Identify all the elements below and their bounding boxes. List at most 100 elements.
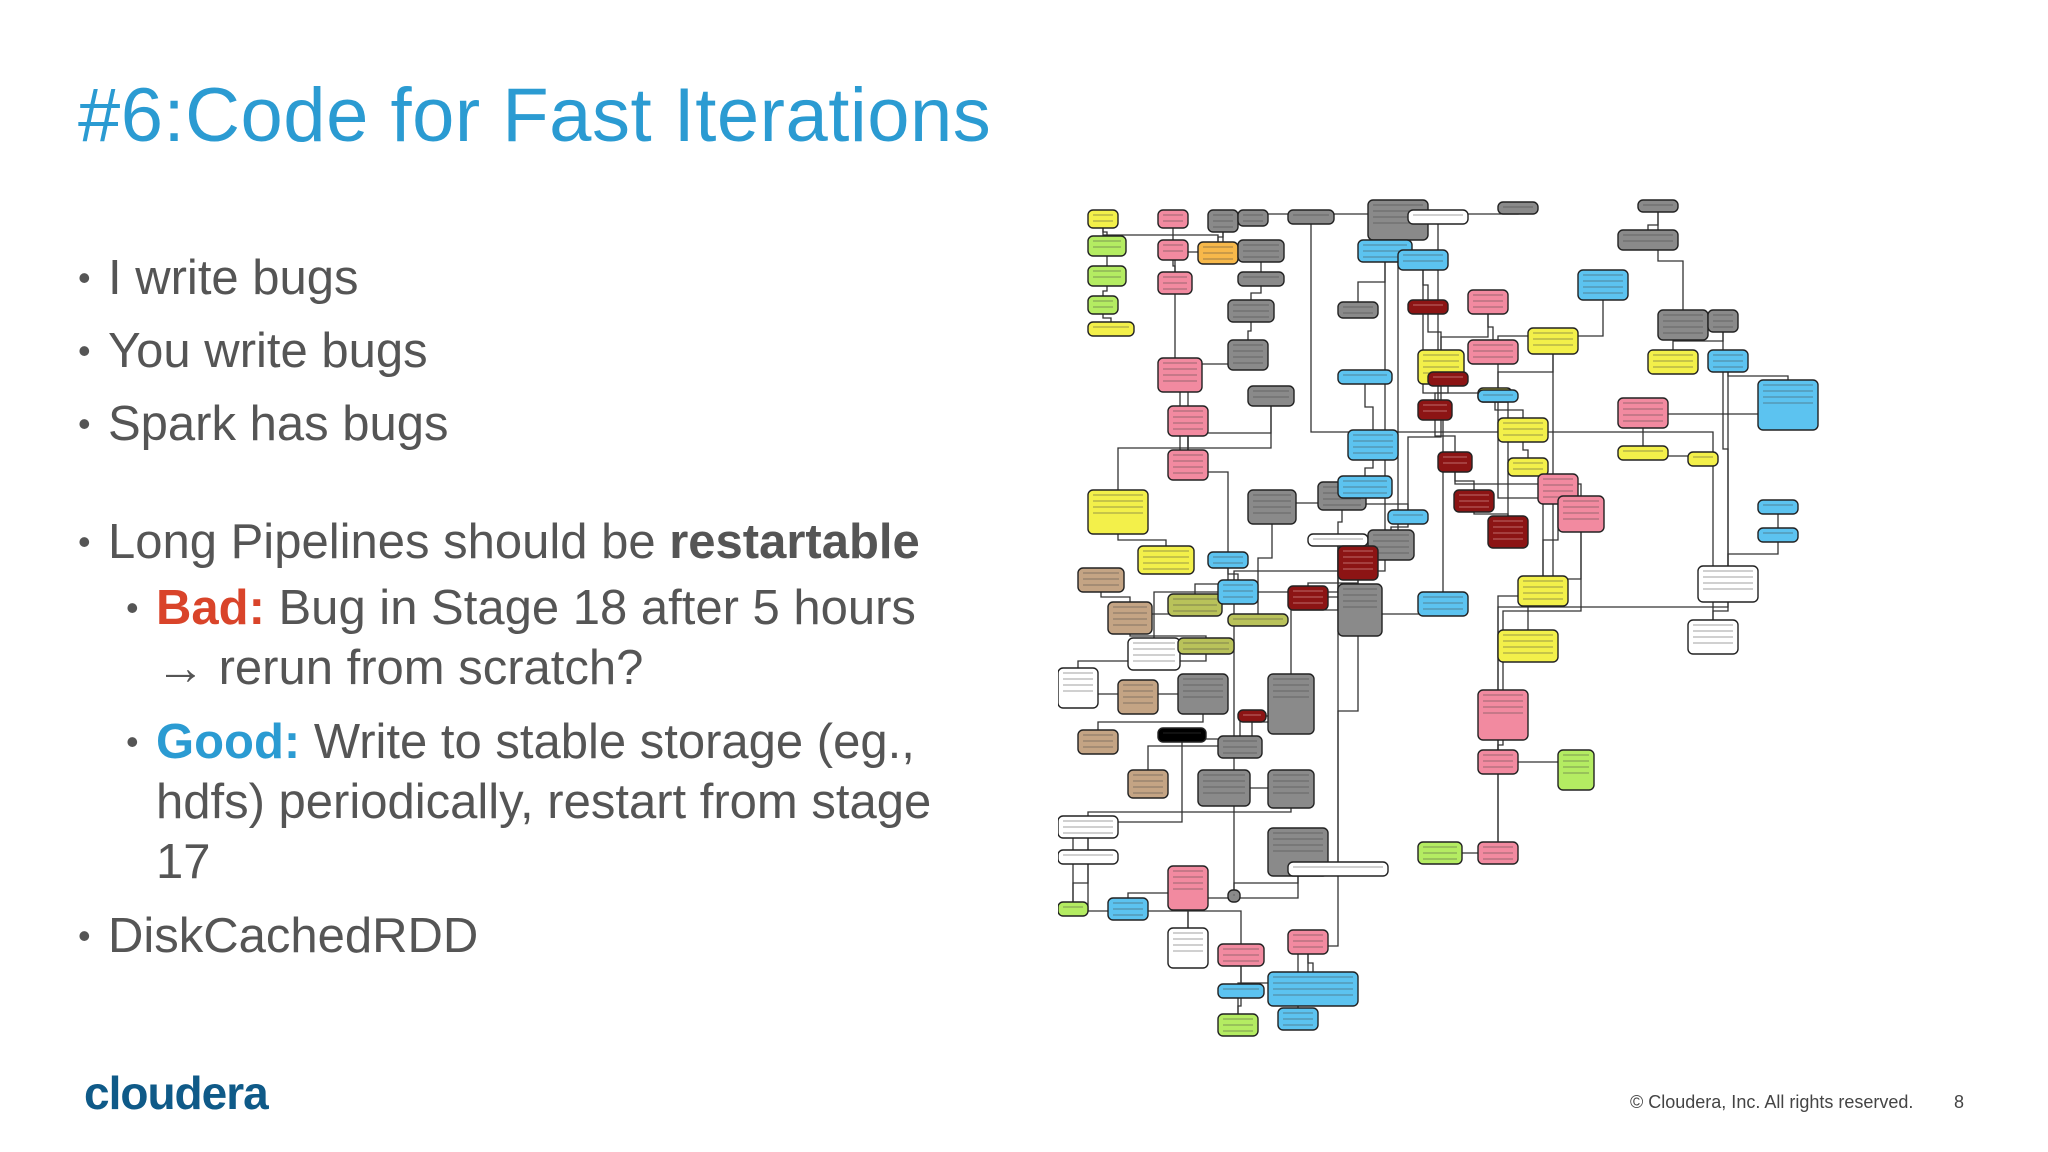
flowchart-node xyxy=(1217,983,1265,999)
flowchart-connector xyxy=(1487,314,1494,340)
flowchart-node xyxy=(1527,327,1579,355)
flowchart-node xyxy=(1497,629,1559,663)
flowchart-node xyxy=(1557,495,1605,533)
flowchart-node xyxy=(1407,209,1469,225)
flowchart-node xyxy=(1387,509,1429,525)
flowchart-connector xyxy=(1307,954,1314,972)
flowchart-connector xyxy=(1722,332,1729,566)
flowchart-node xyxy=(1477,689,1529,741)
flowchart-connector xyxy=(1422,270,1509,516)
flowchart-connector xyxy=(1117,534,1167,546)
bad-label: Bad: xyxy=(156,581,265,635)
flowchart-node xyxy=(1237,271,1285,287)
flowchart-connector xyxy=(1542,504,1559,576)
flowchart-node xyxy=(1337,369,1393,385)
flowchart-node xyxy=(1407,299,1449,315)
flowchart-connector xyxy=(1307,580,1359,586)
flowchart-node xyxy=(1237,209,1269,227)
flowchart-node xyxy=(1417,591,1469,617)
flowchart-connector xyxy=(1473,512,1509,516)
flowchart-node xyxy=(1227,889,1241,903)
flowchart-connector xyxy=(1522,442,1529,458)
bullet-item: I write bugs xyxy=(78,248,998,308)
flowchart-connector xyxy=(1337,510,1343,534)
flowchart-connector xyxy=(1087,808,1292,816)
flowchart-connector xyxy=(1727,542,1779,566)
flowchart-node xyxy=(1337,301,1379,319)
flowchart-connector xyxy=(1097,714,1204,730)
flowchart-node xyxy=(1417,399,1453,421)
flowchart-node xyxy=(1617,229,1679,251)
flowchart-connector xyxy=(1364,498,1409,510)
flowchart-node xyxy=(1227,613,1289,627)
flowchart-connector xyxy=(1390,524,1409,530)
bullet-text: Long Pipelines should be xyxy=(108,515,670,569)
bullet-list: I write bugs You write bugs Spark has bu… xyxy=(78,248,998,979)
flowchart-node xyxy=(1127,769,1169,799)
flowchart-node xyxy=(1177,637,1235,655)
flowchart-node xyxy=(1337,583,1383,637)
flowchart-connector xyxy=(1712,602,1729,620)
flowchart-node xyxy=(1557,749,1595,791)
flowchart-node xyxy=(1167,927,1209,969)
flowchart-image xyxy=(1058,199,1819,1037)
flowchart-node xyxy=(1287,585,1329,611)
bullet-text: Spark has bugs xyxy=(108,397,449,451)
bullet-text: I write bugs xyxy=(108,251,359,305)
bullet-item: DiskCachedRDD xyxy=(78,906,998,966)
good-label: Good: xyxy=(156,715,301,769)
bullet-item: Spark has bugs xyxy=(78,394,998,454)
flowchart-node xyxy=(1287,861,1389,877)
bullet-text: You write bugs xyxy=(108,324,428,378)
flowchart-node xyxy=(1637,199,1679,213)
flowchart-node xyxy=(1157,727,1207,743)
flowchart-node xyxy=(1497,201,1539,215)
flowchart-connector xyxy=(1233,876,1299,890)
flowchart-node xyxy=(1087,295,1119,315)
page-number: 8 xyxy=(1954,1092,1965,1112)
flowchart-node xyxy=(1247,385,1295,407)
flowchart-node xyxy=(1487,515,1529,549)
flowchart-node xyxy=(1477,749,1519,775)
flowchart-node xyxy=(1058,901,1089,917)
flowchart-node xyxy=(1087,321,1135,337)
flowchart-node xyxy=(1087,265,1127,287)
arrow-icon: → xyxy=(156,641,205,695)
flowchart-connector xyxy=(1454,472,1582,496)
flowchart-node xyxy=(1757,527,1799,543)
flowchart-connector xyxy=(1117,406,1272,490)
flowchart-connector xyxy=(1357,262,1386,302)
flowchart-node xyxy=(1697,565,1759,603)
flowchart-node xyxy=(1087,209,1119,229)
flowchart-connector xyxy=(1494,402,1524,418)
flowchart-node xyxy=(1647,349,1699,375)
flowchart-node xyxy=(1087,489,1149,535)
flowchart-connector xyxy=(1497,390,1544,606)
flowchart-connector xyxy=(1427,314,1442,350)
flowchart-node xyxy=(1137,545,1195,575)
flowchart-connector xyxy=(1129,634,1207,638)
flowchart-node xyxy=(1437,451,1473,473)
flowchart-connector xyxy=(1497,740,1504,750)
flowchart-connector xyxy=(1657,212,1684,310)
flowchart-node xyxy=(1077,729,1119,755)
flowchart-node xyxy=(1757,499,1799,515)
flowchart-connector xyxy=(1102,314,1112,322)
flowchart-node xyxy=(1127,637,1181,671)
flowchart-node xyxy=(1467,339,1519,365)
flowchart-nodes xyxy=(1058,199,1819,1037)
flowchart-connector xyxy=(1434,420,1456,452)
flowchart-node xyxy=(1237,709,1267,723)
flowchart-node xyxy=(1507,457,1549,477)
flowchart-node xyxy=(1267,769,1315,809)
flowchart-connector xyxy=(1247,322,1252,340)
flowchart-node xyxy=(1397,249,1449,271)
good-text: Write to stable storage (eg., hdfs) peri… xyxy=(156,715,932,889)
bad-text-continued: rerun from scratch? xyxy=(205,641,644,695)
flowchart-node xyxy=(1687,451,1719,467)
cloudera-logo: cloudera xyxy=(84,1067,269,1119)
flowchart-node xyxy=(1757,379,1819,431)
flowchart-connector xyxy=(1217,232,1224,242)
flowchart-connector xyxy=(1100,592,1131,602)
bad-text: Bug in Stage 18 after 5 hours xyxy=(264,581,916,635)
